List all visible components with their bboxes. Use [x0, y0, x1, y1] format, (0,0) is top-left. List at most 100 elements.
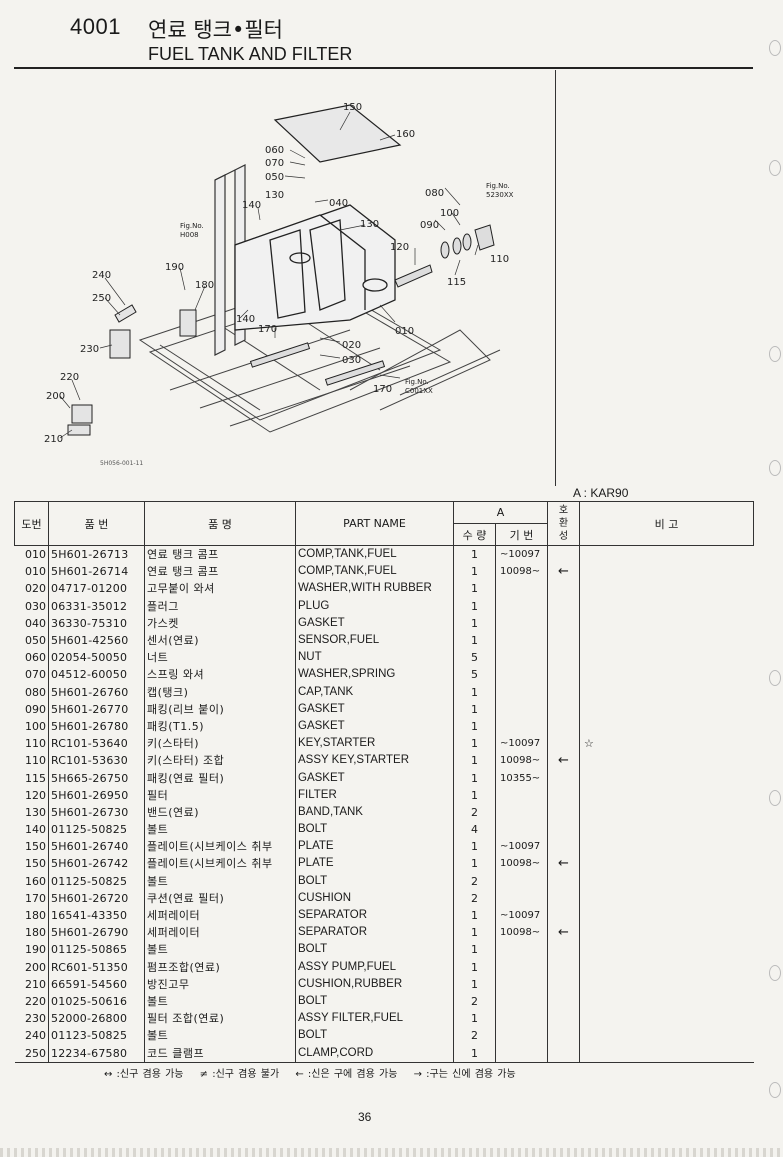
row-interchange	[547, 992, 580, 1011]
svg-text:110: 110	[490, 254, 509, 265]
row-ref: 010	[14, 563, 49, 581]
row-remarks	[580, 546, 754, 564]
row-part-no: 01123-50825	[48, 1027, 145, 1045]
row-qty: 1	[453, 906, 496, 925]
row-name-en: KEY,STARTER	[295, 735, 454, 753]
row-interchange	[547, 1027, 580, 1045]
row-remarks	[579, 1044, 754, 1063]
row-name-ko: 볼트	[144, 992, 296, 1011]
svg-text:250: 250	[92, 293, 111, 304]
row-name-ko: 연료 탱크 콤프	[144, 545, 296, 564]
legend-item: ≠ :신구 겸용 불가	[199, 1069, 280, 1080]
row-interchange	[547, 889, 580, 907]
row-serial	[495, 786, 548, 804]
svg-text:020: 020	[342, 340, 361, 351]
row-name-en: CUSHION	[295, 889, 454, 907]
row-qty: 1	[453, 545, 496, 564]
row-part-no: 5H601-26742	[48, 855, 145, 873]
row-remarks	[580, 598, 754, 615]
row-remarks	[580, 563, 754, 580]
row-remarks	[580, 976, 754, 993]
row-name-en: BOLT	[295, 1027, 454, 1045]
svg-text:H008: H008	[180, 231, 199, 239]
svg-text:230: 230	[80, 344, 99, 355]
row-name-ko: 필터 조합(연료)	[144, 1010, 296, 1028]
row-qty: 1	[453, 1044, 496, 1063]
row-remarks	[580, 718, 754, 735]
row-name-ko: 너트	[144, 649, 296, 667]
row-remarks	[580, 1027, 754, 1044]
row-interchange	[547, 597, 580, 615]
row-part-no: 04512-60050	[48, 666, 145, 684]
svg-text:130: 130	[265, 190, 284, 201]
svg-text:Fig.No.: Fig.No.	[486, 182, 510, 190]
row-ref: 060	[14, 649, 49, 667]
row-interchange	[547, 838, 580, 856]
row-name-ko: 세퍼레이터	[144, 924, 296, 942]
row-ref: 020	[14, 580, 49, 598]
row-part-no: 5H601-42560	[48, 631, 145, 650]
row-name-en: PLATE	[295, 855, 454, 873]
row-name-en: CLAMP,CORD	[295, 1044, 454, 1063]
row-serial: 10098~	[495, 924, 548, 942]
row-name-ko: 패킹(리브 붙이)	[144, 700, 296, 718]
row-serial	[495, 1044, 548, 1063]
row-qty: 1	[453, 838, 496, 856]
row-ref: 140	[14, 821, 49, 839]
row-name-en: SENSOR,FUEL	[295, 631, 454, 650]
row-interchange	[547, 580, 580, 598]
svg-text:200: 200	[46, 391, 65, 402]
row-ref: 070	[14, 666, 49, 684]
row-remarks	[580, 890, 754, 907]
row-part-no: 04717-01200	[48, 580, 145, 598]
row-serial: ~10097	[495, 545, 548, 564]
legend: ↔ :신구 겸용 가능 ≠ :신구 겸용 불가 ← :신은 구에 겸용 가능 →…	[104, 1065, 528, 1080]
row-part-no: 5H601-26760	[48, 683, 145, 701]
row-interchange: ←	[547, 924, 580, 942]
row-name-en: CUSHION,RUBBER	[295, 975, 454, 993]
row-part-no: 16541-43350	[48, 906, 145, 925]
svg-text:080: 080	[425, 188, 444, 199]
row-name-ko: 고무붙이 와셔	[144, 580, 296, 598]
row-serial: 10098~	[495, 752, 548, 770]
row-qty: 2	[453, 872, 496, 890]
svg-text:140: 140	[236, 314, 255, 325]
row-qty: 5	[453, 649, 496, 667]
row-ref: 160	[14, 872, 49, 890]
row-name-en: BOLT	[295, 821, 454, 839]
row-qty: 1	[453, 631, 496, 650]
row-qty: 1	[453, 1010, 496, 1028]
row-ref: 240	[14, 1027, 49, 1045]
row-qty: 2	[453, 889, 496, 907]
row-serial	[495, 889, 548, 907]
row-part-no: 12234-67580	[48, 1044, 145, 1063]
row-remarks: ☆	[584, 737, 594, 751]
row-ref: 200	[14, 958, 49, 976]
row-qty: 1	[453, 580, 496, 598]
row-interchange	[547, 683, 580, 701]
row-interchange	[547, 906, 580, 925]
row-part-no: RC101-53640	[48, 735, 145, 753]
svg-text:140: 140	[242, 200, 261, 211]
svg-text:170: 170	[258, 324, 277, 335]
row-interchange	[547, 1010, 580, 1028]
row-name-ko: 패킹(연료 필터)	[144, 769, 296, 787]
row-name-ko: 볼트	[144, 1027, 296, 1045]
row-interchange	[547, 958, 580, 976]
part-code: 4001	[70, 14, 121, 39]
row-ref: 120	[14, 786, 49, 804]
row-remarks	[580, 959, 754, 976]
fuel-pump	[67, 404, 93, 436]
row-ref: 180	[14, 906, 49, 925]
cushion-part	[249, 342, 311, 368]
row-name-en: ASSY FILTER,FUEL	[295, 1010, 454, 1028]
row-interchange	[547, 975, 580, 993]
row-part-no: 01125-50825	[48, 872, 145, 890]
